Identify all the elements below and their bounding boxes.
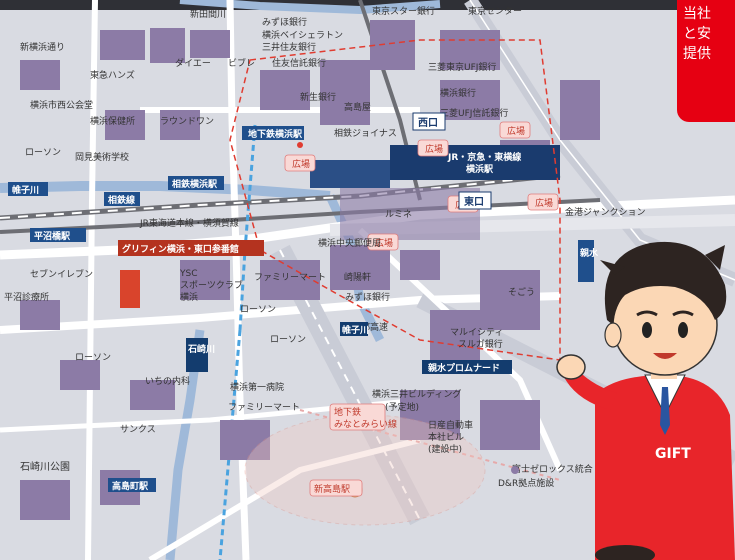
park-label: 石崎川公園 [20,460,70,473]
label: 住友信託銀行 [272,57,326,69]
label: (予定地) [385,401,419,413]
label: ファミリーマート [228,403,300,413]
mascot-badge-text: GIFT [655,446,691,462]
hiranumabashi-station-label: 平沼橋駅 [34,230,71,242]
subway-label: 地下鉄 [334,406,361,418]
label: 平沼診療所 [4,291,49,303]
location-dot-icon [297,142,303,148]
label: ダイエー [175,57,211,69]
label: スルガ銀行 [458,338,503,350]
label: 横浜ベイシェラトン [262,29,343,41]
label: 高島屋 [344,101,371,113]
station-name-label: 横浜駅 [466,163,494,175]
notice-line: 提供 [683,46,711,62]
promenade-label: 親水プロムナード [428,362,500,374]
label-river-top: 新田間川 [190,8,226,20]
label: (建設中) [428,443,462,455]
label: 本社ビル [428,431,464,443]
promenade-side-label: 親水 [580,247,599,259]
label: ローソン [75,353,111,363]
mascot-character: GIFT [556,241,735,560]
label: ローソン [25,148,61,158]
east-exit-label[interactable]: 東口 [464,195,484,208]
label: ラウンドワン [160,116,214,127]
shintakashima-station-label: 新高島駅 [314,483,350,495]
hotel-name-label: グリフィン横浜・東口参番館 [122,243,239,255]
plaza-label: 広場 [425,143,443,155]
label: みずほ銀行 [345,291,390,303]
label: そごう [508,286,535,298]
label: 横浜銀行 [440,87,476,99]
label: みずほ銀行 [262,16,307,28]
label: 横浜第一病院 [230,381,284,393]
label: ビブレ [228,57,255,69]
label: 岡見美術学校 [75,151,129,163]
notice-line: 当社 [683,6,711,22]
label: ローソン [240,305,276,315]
sotetsu-station-label: 相鉄横浜駅 [172,178,218,190]
katabira-river-label-2: 帷子川 [342,324,369,336]
label: セブンイレブン [30,268,93,280]
label: 日産自動車 [428,419,473,431]
label: 横浜 [180,291,198,303]
hotel-name-tag[interactable] [118,240,264,256]
station-lines-label: JR・京急・東横線 [447,151,521,163]
label: 東京スター銀行 [372,5,435,17]
ishizaki-river-label: 石崎川 [187,343,215,355]
west-exit-label[interactable]: 西口 [418,117,438,129]
minatomirai-line-label: みなとみらい線 [334,418,397,430]
label: マルイシティ [450,327,503,338]
label: 三菱東京UFJ銀行 [428,61,496,73]
label: ルミネ [385,209,412,220]
jr-line-label: JR東海道本線・横須賀線 [139,217,239,229]
label: 富士ゼロックス統合 [512,463,593,475]
plaza-label: 広場 [535,197,553,209]
label: 新生銀行 [300,91,336,103]
label: サンクス [120,424,156,435]
sotetsu-line-label: 相鉄線 [108,194,135,206]
label: 横浜市西公会堂 [30,99,93,111]
label: スポーツクラブ [180,279,243,291]
subway-station-label: 地下鉄横浜駅 [248,128,303,140]
notice-line: と安 [683,26,711,42]
katabira-river-label: 帷子川 [12,184,39,196]
label: いちの内科 [145,375,190,387]
label: 横浜保健所 [90,115,135,127]
plaza-label: 広場 [292,158,310,170]
notice-banner: 当社 と安 提供 [677,0,735,122]
takashimacho-station-label: 高島町駅 [112,480,149,492]
plaza-label: 広場 [375,237,393,249]
label: 相鉄ジョイナス [334,127,397,139]
label: 横浜三井ビルディング [372,388,461,400]
label: 崎陽軒 [344,271,371,283]
label: YSC [179,269,198,279]
building-marker-icon [511,466,519,474]
label: 金港ジャンクション [565,206,646,218]
plaza-label: 広場 [507,125,525,137]
label: ローソン [270,335,306,345]
label: 東京センター [468,5,522,17]
label: D&R拠点施設 [498,477,554,489]
label: 三井住友銀行 [262,41,316,53]
hotel-building[interactable] [120,270,140,308]
label: ファミリーマート [254,273,326,283]
subway-station-tag[interactable] [242,126,304,140]
label: 東急ハンズ [90,69,135,81]
label: 三菱UFJ信託銀行 [440,107,508,119]
label: 横浜中央郵便局 [318,237,381,249]
label: 新横浜通り [20,41,65,53]
